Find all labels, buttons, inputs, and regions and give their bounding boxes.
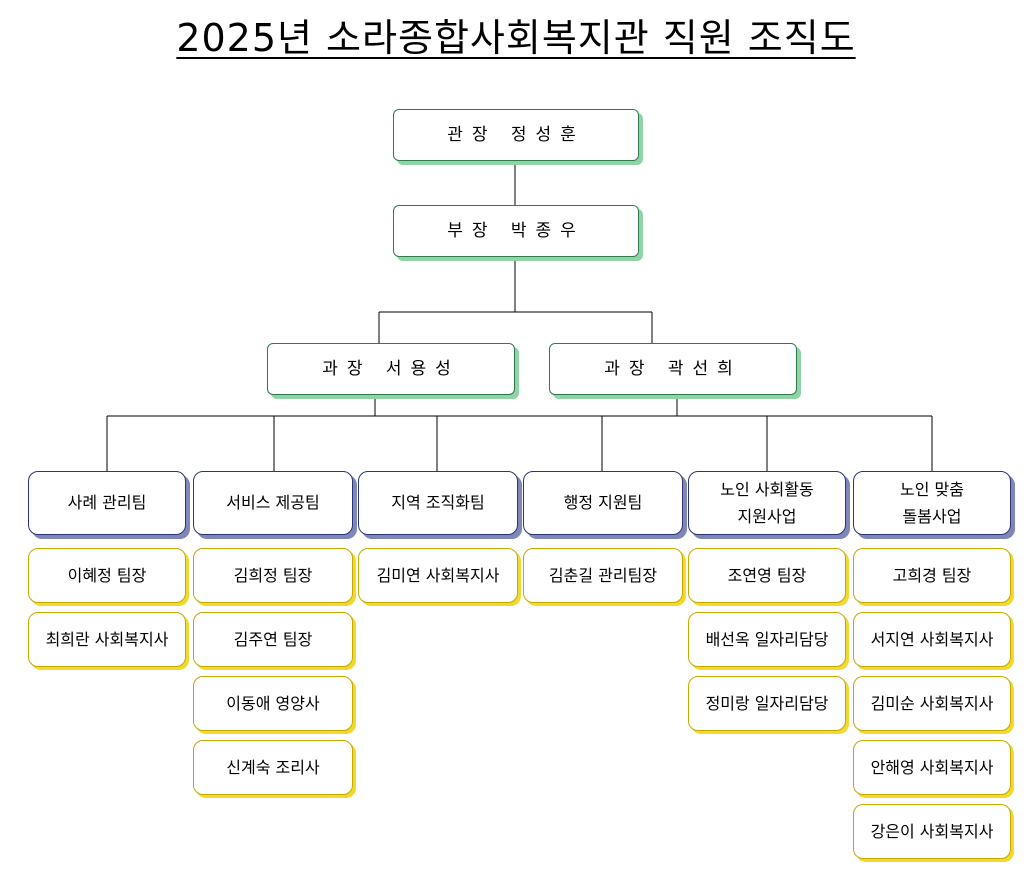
staff-box: 김희정 팀장 [193, 548, 353, 603]
staff-label: 김미순 사회복지사 [870, 693, 994, 713]
manager-box: 과장 곽선희 [549, 343, 797, 395]
staff-label: 최희란 사회복지사 [45, 629, 169, 649]
team-header: 노인 사회활동 지원사업 [688, 471, 846, 535]
team-name-line-1: 노인 사회활동 [720, 480, 814, 499]
staff-box: 안해영 사회복지사 [853, 740, 1011, 795]
staff-box: 강은이 사회복지사 [853, 804, 1011, 859]
team-name: 지역 조직화팀 [391, 493, 485, 512]
staff-label: 강은이 사회복지사 [870, 821, 994, 841]
team-name: 행정 지원팀 [563, 493, 643, 512]
staff-label: 배선옥 일자리담당 [705, 629, 829, 649]
director-box: 관장 정성훈 [393, 109, 639, 161]
staff-label: 고희경 팀장 [892, 565, 972, 585]
staff-box: 김미연 사회복지사 [358, 548, 518, 603]
staff-label: 신계숙 조리사 [226, 757, 320, 777]
deputy-box: 부장 박종우 [393, 205, 639, 257]
staff-label: 정미랑 일자리담당 [705, 693, 829, 713]
staff-box: 조연영 팀장 [688, 548, 846, 603]
team-name: 사례 관리팀 [67, 493, 147, 512]
deputy-label: 부장 박종우 [447, 221, 585, 241]
team-name-line-2: 지원사업 [737, 507, 797, 526]
staff-label: 김미연 사회복지사 [376, 565, 500, 585]
staff-box: 정미랑 일자리담당 [688, 676, 846, 731]
team-header: 지역 조직화팀 [358, 471, 518, 535]
team-name: 서비스 제공팀 [226, 493, 320, 512]
staff-label: 이혜정 팀장 [67, 565, 147, 585]
staff-box: 서지연 사회복지사 [853, 612, 1011, 667]
chart-title: 2025년 소라종합사회복지관 직원 조직도 [176, 16, 856, 60]
manager-label: 과장 곽선희 [604, 359, 742, 379]
staff-box: 김춘길 관리팀장 [523, 548, 683, 603]
team-name-line-1: 노인 맞춤 [900, 480, 964, 499]
staff-label: 조연영 팀장 [727, 565, 807, 585]
team-header: 서비스 제공팀 [193, 471, 353, 535]
staff-box: 최희란 사회복지사 [28, 612, 186, 667]
team-header: 노인 맞춤 돌봄사업 [853, 471, 1011, 535]
staff-box: 김미순 사회복지사 [853, 676, 1011, 731]
staff-label: 안해영 사회복지사 [870, 757, 994, 777]
manager-label: 과장 서용성 [322, 359, 460, 379]
team-header: 행정 지원팀 [523, 471, 683, 535]
staff-box: 김주연 팀장 [193, 612, 353, 667]
director-label: 관장 정성훈 [447, 125, 585, 145]
staff-label: 김주연 팀장 [233, 629, 313, 649]
staff-label: 이동애 영양사 [226, 693, 320, 713]
staff-label: 김춘길 관리팀장 [548, 565, 658, 585]
staff-box: 이동애 영양사 [193, 676, 353, 731]
staff-box: 배선옥 일자리담당 [688, 612, 846, 667]
staff-label: 서지연 사회복지사 [870, 629, 994, 649]
staff-box: 이혜정 팀장 [28, 548, 186, 603]
staff-box: 고희경 팀장 [853, 548, 1011, 603]
team-header: 사례 관리팀 [28, 471, 186, 535]
manager-box: 과장 서용성 [267, 343, 515, 395]
staff-box: 신계숙 조리사 [193, 740, 353, 795]
staff-label: 김희정 팀장 [233, 565, 313, 585]
team-name-line-2: 돌봄사업 [902, 507, 962, 526]
